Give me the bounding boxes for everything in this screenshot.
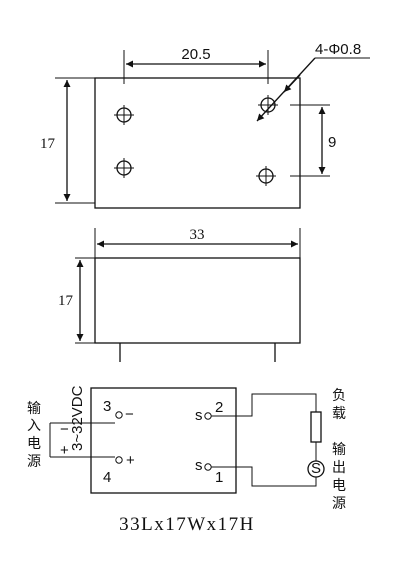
input-label-char: 源 — [27, 454, 41, 470]
output-label-char: 电 — [332, 478, 346, 494]
terminal-minus — [115, 411, 123, 419]
source-symbol-label: S — [311, 460, 321, 477]
dim-height-label: 17 — [40, 136, 56, 152]
wiring-diagram: 输 入 电 源 − + 3~32VDC 3 − + 4 2 s s 1 S 负 … — [27, 385, 346, 512]
mounting-hole — [114, 158, 134, 178]
load-label-char: 负 — [332, 388, 346, 404]
dim-hole-spacing-label: 20.5 — [181, 46, 210, 63]
input-label-char: 入 — [27, 418, 41, 434]
top-view-body — [94, 77, 301, 209]
wire-minus-label: − — [60, 421, 69, 438]
relay-outline — [90, 387, 237, 494]
dim-length-label: 33 — [190, 227, 205, 243]
mounting-hole — [258, 95, 278, 115]
output-label-char: 源 — [332, 496, 346, 512]
s-label-bottom: s — [195, 457, 203, 474]
output-wire-top — [211, 393, 317, 417]
output-label-char: 出 — [332, 460, 346, 476]
pin4-label: 4 — [103, 469, 111, 486]
terminal-plus — [115, 456, 123, 464]
load-label-char: 载 — [332, 406, 346, 422]
input-label-char: 输 — [27, 401, 41, 417]
input-label-char: 电 — [27, 436, 41, 452]
terminal-minus-label: − — [125, 406, 134, 423]
output-wire-bottom — [211, 466, 317, 487]
dim-hole-vertical-label: 9 — [328, 134, 336, 151]
dim-holes-label: 4-Φ0.8 — [315, 41, 361, 58]
terminal-output-bottom — [204, 463, 212, 471]
pin3-label: 3 — [103, 398, 111, 415]
side-view-body — [94, 257, 301, 344]
mounting-hole — [256, 166, 276, 186]
leader-arrow-outer — [283, 74, 301, 93]
pin1-label: 1 — [215, 469, 223, 486]
load-symbol — [310, 411, 322, 443]
top-view: 20.5 4-Φ0.8 17 9 — [40, 41, 370, 209]
dim-side-height-label: 17 — [58, 293, 74, 309]
output-label-char: 输 — [332, 442, 346, 458]
voltage-label: 3~32VDC — [69, 385, 86, 451]
terminal-output-top — [204, 412, 212, 420]
pin2-label: 2 — [215, 399, 223, 416]
dimensions-caption: 33Lx17Wx17H — [119, 514, 255, 535]
wire-plus-label: + — [60, 442, 69, 459]
side-view: 33 17 — [58, 227, 301, 362]
terminal-plus-label: + — [126, 452, 135, 469]
s-label-top: s — [195, 407, 203, 424]
mounting-hole — [114, 105, 134, 125]
